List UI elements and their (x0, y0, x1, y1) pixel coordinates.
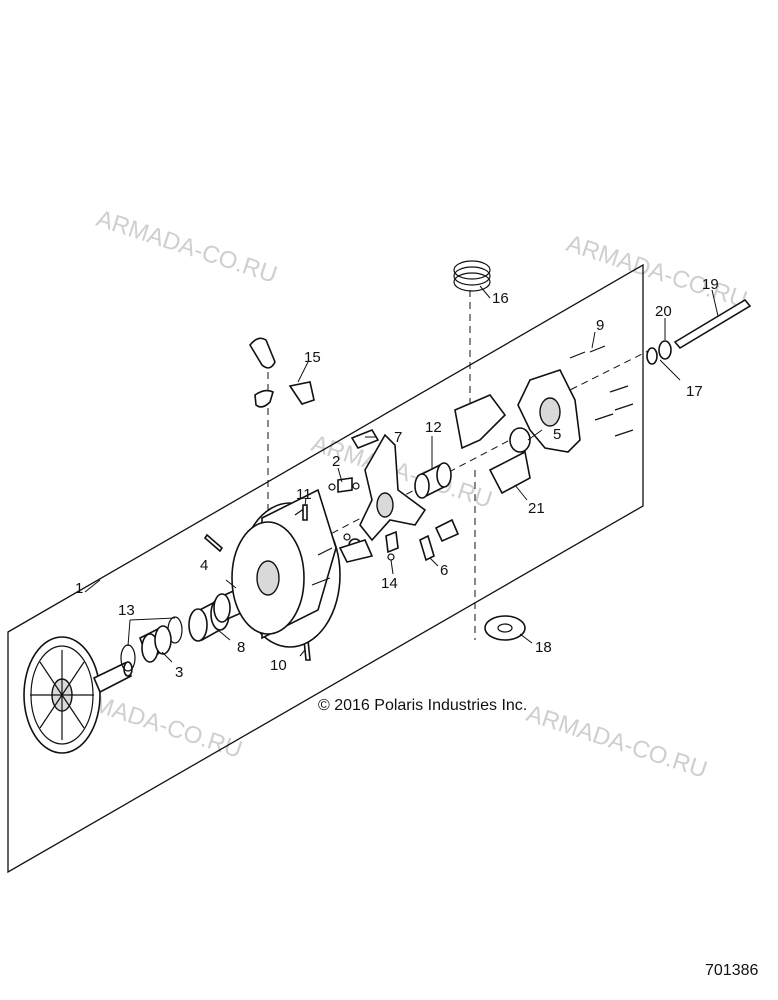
callout-4: 4 (200, 557, 208, 574)
spacer-14 (385, 530, 399, 561)
bolt-19 (673, 298, 752, 350)
fixed-sheave (23, 636, 133, 754)
watermark-5: ARMADA-CO.RU (523, 700, 710, 784)
leader-lines (84, 285, 719, 663)
callout-17: 17 (686, 383, 703, 400)
washer-20 (658, 340, 672, 360)
slider-6b (434, 518, 460, 543)
callout-7: 7 (394, 429, 402, 446)
cover-shell-21 (488, 450, 531, 495)
movable-sheave (231, 488, 341, 648)
callout-16: 16 (492, 290, 509, 307)
spring (453, 260, 491, 292)
callout-19: 19 (702, 276, 719, 293)
figure-number: 701386 (705, 962, 758, 979)
watermark-1: ARMADA-CO.RU (93, 205, 280, 289)
watermark-2: ARMADA-CO.RU (563, 230, 750, 314)
callout-6: 6 (440, 562, 448, 579)
assembly-frame (7, 263, 644, 874)
callout-11: 11 (296, 486, 312, 503)
pin (203, 533, 224, 553)
spider (338, 433, 427, 563)
cover-plate (509, 369, 581, 453)
key-6 (419, 534, 435, 562)
cover-shell (454, 394, 507, 450)
callout-21: 21 (528, 500, 545, 517)
callout-20: 20 (655, 303, 672, 320)
cam-weights (249, 337, 315, 408)
callout-18: 18 (535, 639, 552, 656)
callout-12: 12 (425, 419, 442, 436)
callout-2: 2 (332, 453, 340, 470)
callout-14: 14 (381, 575, 398, 592)
copyright-text: © 2016 Polaris Industries Inc. (318, 697, 527, 714)
callout-10: 10 (270, 657, 287, 674)
callout-5: 5 (553, 426, 561, 443)
washer-17 (646, 347, 658, 365)
bolt-11 (302, 504, 308, 521)
callouts: 1 2 3 4 5 6 7 8 9 10 11 12 13 14 15 16 1… (75, 276, 719, 681)
callout-8: 8 (237, 639, 245, 656)
callout-13: 13 (118, 602, 135, 619)
callout-1: 1 (75, 580, 83, 597)
callout-9: 9 (596, 317, 604, 334)
bushing (139, 625, 172, 663)
callout-3: 3 (175, 664, 183, 681)
callout-15: 15 (304, 349, 321, 366)
slider-7 (350, 429, 380, 449)
bolts-9 (569, 345, 634, 437)
washer-18 (484, 615, 526, 641)
spacer-12 (414, 462, 452, 499)
